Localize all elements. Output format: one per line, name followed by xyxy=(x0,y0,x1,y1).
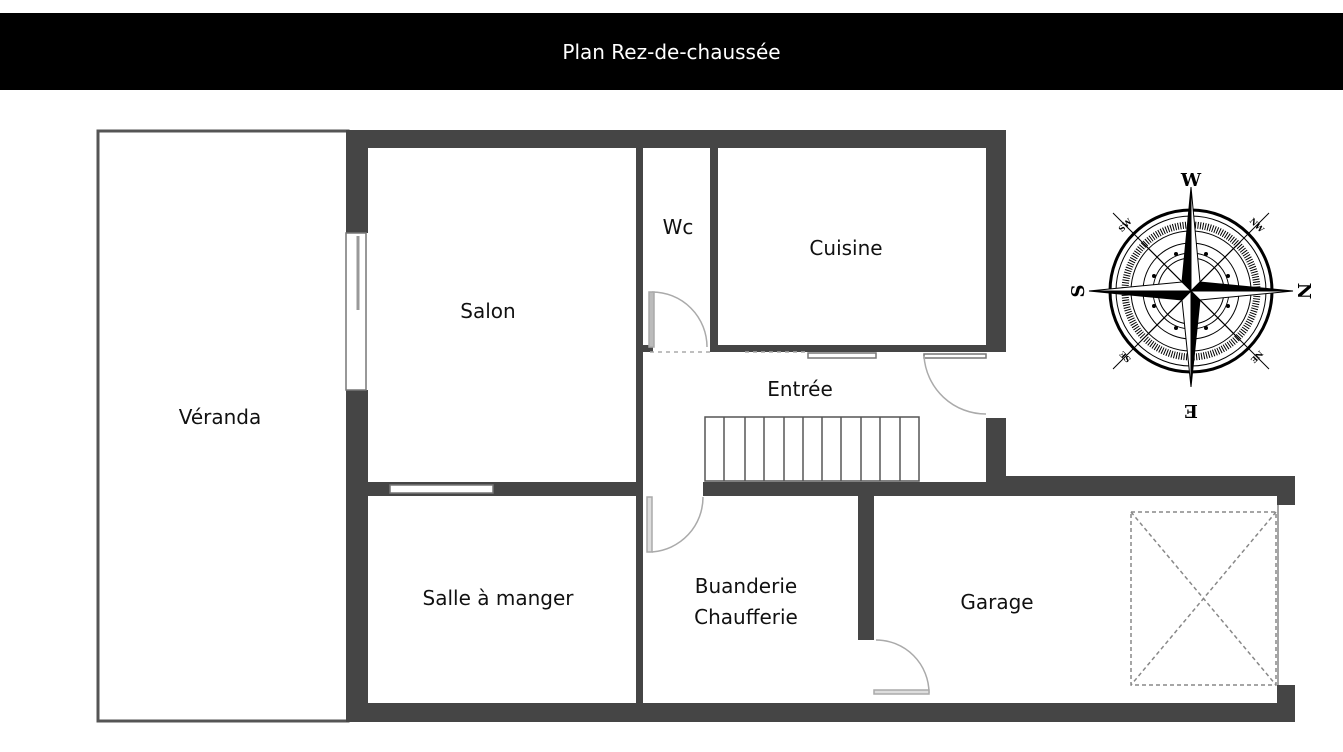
wall-cuisine-bottom xyxy=(710,345,986,352)
room-label-chaufferie: Chaufferie xyxy=(694,605,798,629)
wall-top xyxy=(346,130,1006,148)
door-wc xyxy=(651,291,708,348)
window-salon-salle xyxy=(389,484,494,494)
page-title: Plan Rez-de-chaussée xyxy=(562,39,781,64)
room-label-buanderie: Buanderie xyxy=(695,574,797,598)
door-entry xyxy=(923,355,987,415)
wall-garage-left xyxy=(858,496,874,640)
compass-label-nw: NW xyxy=(1248,216,1267,235)
compass-label-w: W xyxy=(1180,170,1202,191)
compass-label-sw: SW xyxy=(1116,216,1134,234)
wall-garage-right-upper xyxy=(1277,476,1295,505)
windows xyxy=(345,232,987,494)
room-label-entree: Entrée xyxy=(767,377,833,401)
header-bar: Plan Rez-de-chaussée xyxy=(0,13,1343,90)
wall-stub xyxy=(643,345,653,352)
wall-right-upper xyxy=(986,130,1006,352)
wall-garage-top xyxy=(986,476,1295,496)
room-label-wc: Wc xyxy=(663,215,694,239)
stairs xyxy=(704,416,920,482)
compass-label-s: S xyxy=(1068,285,1089,298)
door-wc-leaf xyxy=(648,291,655,348)
wall-left-upper xyxy=(346,130,368,233)
room-label-salle-a-manger: Salle à manger xyxy=(423,586,575,610)
window-entree xyxy=(807,352,877,359)
walls xyxy=(96,129,1295,723)
doors xyxy=(646,291,987,695)
room-label-veranda: Véranda xyxy=(179,405,262,429)
wall-garage-right-lower xyxy=(1277,685,1295,722)
wall-entree-bottom xyxy=(703,482,986,496)
door-garage xyxy=(875,639,930,694)
room-label-garage: Garage xyxy=(960,590,1033,614)
door-buanderie xyxy=(651,496,704,553)
room-label-cuisine: Cuisine xyxy=(809,236,882,260)
door-buanderie-leaf xyxy=(646,496,653,553)
door-garage-leaf xyxy=(873,689,930,695)
wall-bottom xyxy=(346,703,1295,722)
window-entree-door xyxy=(923,353,987,359)
room-label-salon: Salon xyxy=(460,299,515,323)
compass-label-n: N xyxy=(1293,283,1314,299)
wall-interior-vertical xyxy=(636,148,643,703)
window-veranda-salon xyxy=(345,232,367,391)
compass-label-e: E xyxy=(1184,400,1198,421)
garage-door-overhead xyxy=(1130,511,1277,686)
compass-rose-icon: W N E S SW NW SE NE xyxy=(1068,170,1314,421)
wall-wc-right xyxy=(710,148,718,350)
wall-left-lower xyxy=(346,390,368,722)
